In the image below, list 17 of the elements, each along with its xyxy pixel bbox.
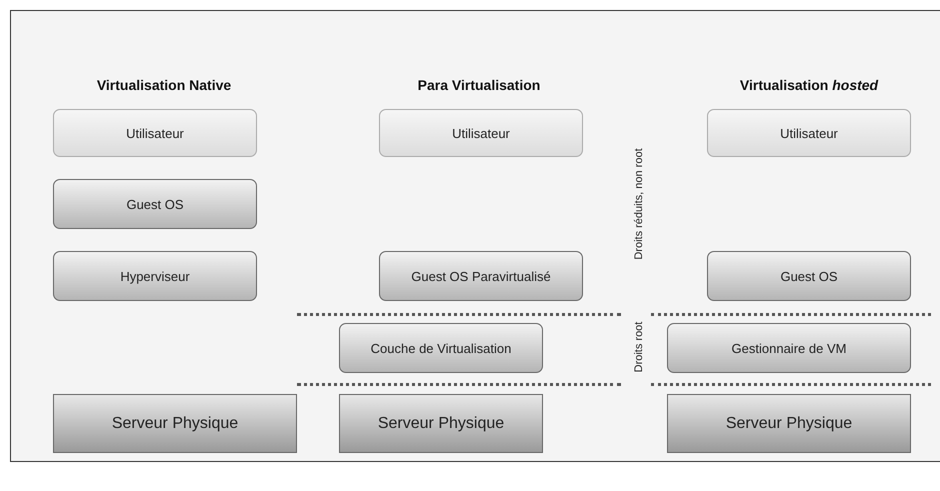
server-box: Serveur Physique [339, 394, 543, 453]
server-box: Serveur Physique [53, 394, 297, 453]
privilege-label: Droits réduits, non root [633, 148, 645, 260]
layer-box: Guest OS Paravirtualisé [379, 251, 583, 301]
layer-box: Couche de Virtualisation [339, 323, 543, 373]
column-heading: Virtualisation Native [96, 77, 232, 93]
layer-box: Utilisateur [53, 109, 257, 157]
column-heading: Virtualisation hosted [740, 77, 878, 93]
layer-box: Hyperviseur [53, 251, 257, 301]
layer-box: Utilisateur [379, 109, 583, 157]
server-box: Serveur Physique [667, 394, 911, 453]
column-heading: Para Virtualisation [418, 77, 540, 93]
privilege-label: Droits root [633, 322, 645, 372]
layer-box: Gestionnaire de VM [667, 323, 911, 373]
layer-box: Utilisateur [707, 109, 911, 157]
layer-box: Guest OS [707, 251, 911, 301]
layer-box: Guest OS [53, 179, 257, 229]
